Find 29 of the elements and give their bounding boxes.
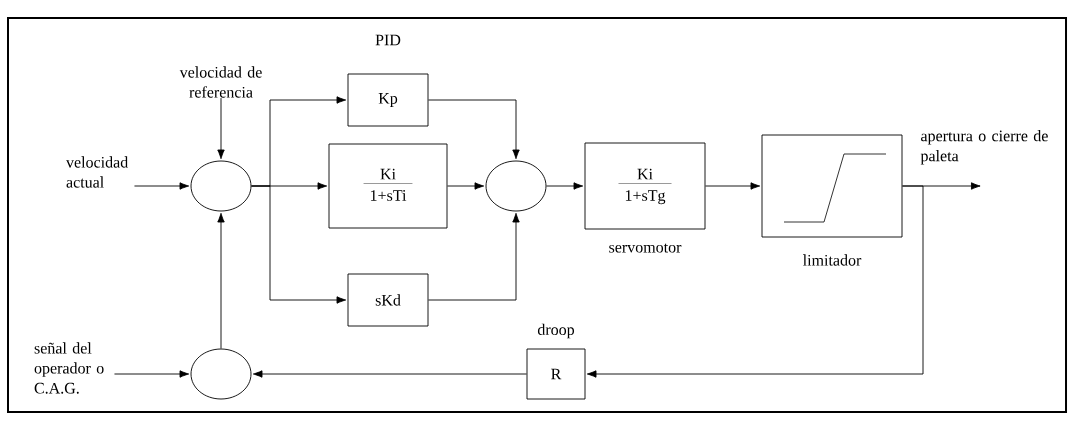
arrow	[217, 97, 225, 160]
signal-label: velocidad de referencia	[179, 66, 262, 98]
signal-label: velocidad actual	[66, 156, 128, 188]
limiter-box	[761, 134, 903, 238]
block-caption: droop	[537, 323, 575, 339]
arrow	[428, 212, 520, 301]
summing-junction	[190, 160, 252, 212]
block-caption: limitador	[803, 254, 862, 266]
summing-junction	[190, 348, 252, 400]
output-label: apertura o cierre de paleta	[920, 130, 1048, 165]
arrow	[586, 185, 924, 378]
arrow	[447, 182, 485, 190]
arrow	[705, 182, 761, 190]
arrow	[114, 370, 190, 378]
arrow	[134, 182, 190, 190]
transfer-function-box: Ki 1+sTi	[328, 143, 448, 229]
transfer-function-box: Ki 1+sTg	[584, 142, 706, 230]
summing-junction	[485, 160, 547, 212]
signal-label: señal del operador o C.A.G.	[34, 342, 104, 394]
block-group-label: PID	[375, 34, 401, 46]
arrow	[252, 370, 527, 378]
arrow	[251, 185, 347, 304]
gain-box: Kp	[347, 73, 429, 127]
gain-box: sKd	[347, 273, 429, 327]
arrow	[428, 99, 520, 160]
arrow	[546, 182, 584, 190]
gain-box: R	[526, 348, 586, 400]
arrow	[217, 212, 225, 349]
block-caption: servomotor	[609, 243, 682, 253]
